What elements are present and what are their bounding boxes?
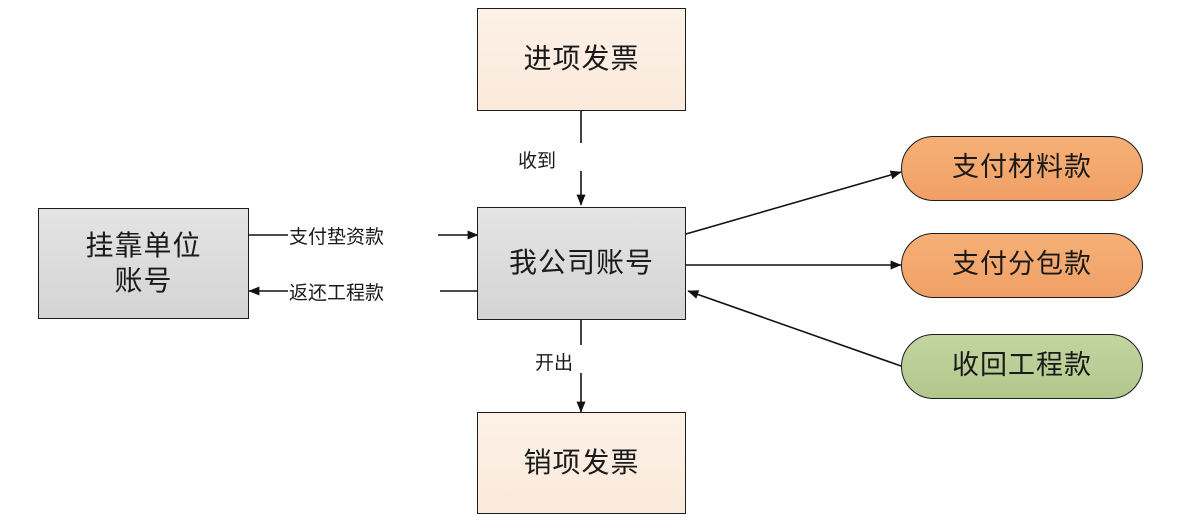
node-input-invoice[interactable]: 进项发票 — [477, 8, 686, 111]
node-pay-material[interactable]: 支付材料款 — [901, 136, 1143, 201]
edge-label-advance-payment: 支付垫资款 — [289, 226, 385, 248]
edge-label-received: 收到 — [517, 150, 556, 172]
edge-label-return-project: 返还工程款 — [289, 282, 385, 304]
node-pay-subcontract[interactable]: 支付分包款 — [901, 233, 1143, 298]
node-affiliate-account[interactable]: 挂靠单位 账号 — [38, 208, 249, 319]
edge-pay-material — [685, 170, 902, 235]
edge-label-issued: 开出 — [534, 352, 573, 374]
node-my-company-account[interactable]: 我公司账号 — [477, 207, 686, 320]
node-recover-project[interactable]: 收回工程款 — [901, 334, 1143, 399]
node-output-invoice[interactable]: 销项发票 — [477, 412, 686, 514]
edge-recover-project — [687, 290, 902, 367]
